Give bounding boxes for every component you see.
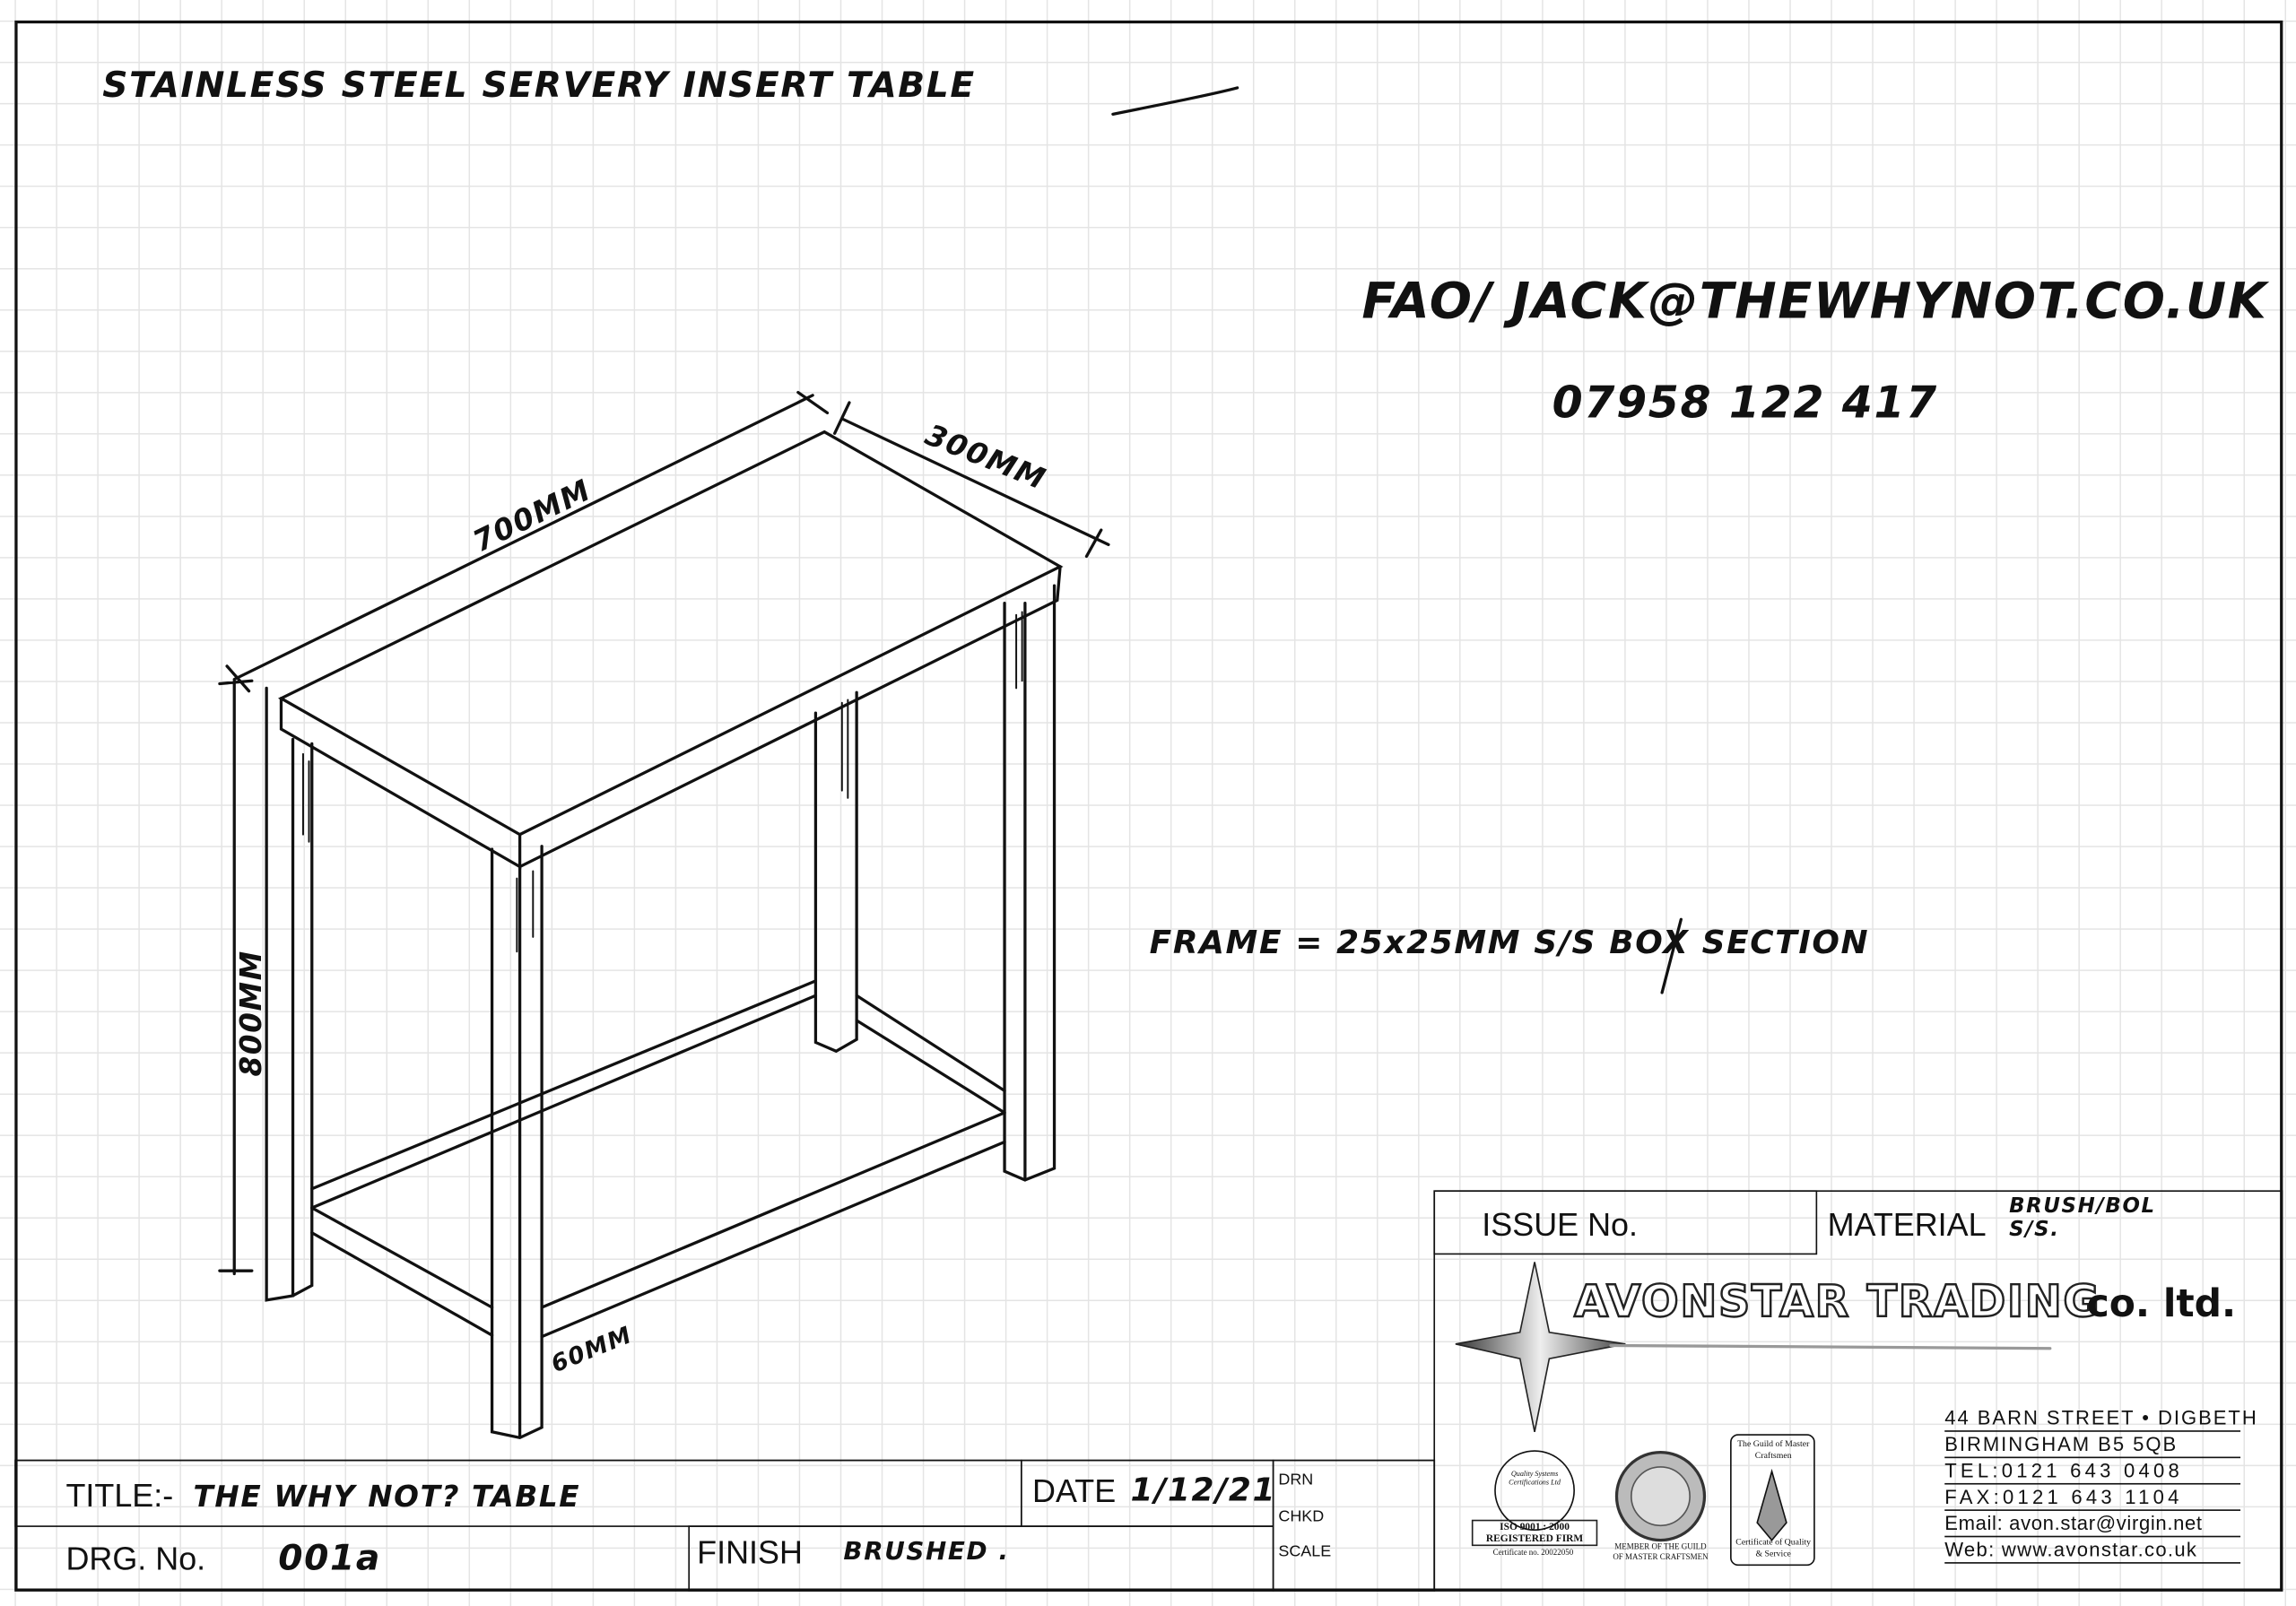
company-suffix: co. ltd. <box>2086 1282 2237 1327</box>
finish-value: BRUSHED . <box>843 1537 1010 1567</box>
crest-icon <box>1756 1468 1787 1541</box>
issue-cell <box>1433 1190 1818 1255</box>
finish-label: FINISH <box>697 1534 803 1571</box>
title-label: TITLE:- <box>65 1477 174 1515</box>
material-value: BRUSH/BOL S/S. <box>2009 1194 2156 1242</box>
rail-right <box>855 994 1006 1115</box>
iso-certificate-no: Certificate no. 20022050 <box>1492 1549 1574 1558</box>
rail-left <box>310 1206 494 1337</box>
guild-certificate-badge <box>1730 1434 1815 1567</box>
material-label: MATERIAL <box>1827 1206 1987 1244</box>
address-street: 44 BARN STREET • DIGBETH <box>1944 1405 2257 1432</box>
address-city: BIRMINGHAM B5 5QB <box>1944 1432 2241 1459</box>
drawing-heading: STAINLESS STEEL SERVERY INSERT TABLE <box>102 64 976 106</box>
guild-seal-inner-icon <box>1631 1466 1691 1527</box>
avonstar-star-logo <box>1455 1262 1626 1432</box>
leg-shading <box>301 611 1023 953</box>
iso-title: ISO 9001 : 2000 <box>1500 1521 1570 1533</box>
guild-title-text: The Guild of Master Craftsmen <box>1737 1440 1810 1462</box>
leg-right <box>1003 584 1057 1182</box>
rail-back <box>310 979 818 1210</box>
rail-front <box>540 1111 1006 1339</box>
fao-email: FAO/ JACK@THEWHYNOT.CO.UK <box>1361 272 2268 331</box>
dimension-line-depth <box>833 401 1110 559</box>
issue-label: ISSUE No. <box>1482 1206 1638 1244</box>
date-label: DATE <box>1032 1472 1117 1510</box>
guild-member-text: MEMBER OF THE GUILD OF MASTER CRAFTSMEN <box>1613 1542 1709 1563</box>
iso-badge: ISO 9001 : 2000 REGISTERED FIRM <box>1471 1519 1598 1547</box>
drawing-number-value: 001a <box>278 1537 381 1579</box>
drawing-number-label: DRG. No. <box>65 1540 206 1577</box>
leg-back <box>813 690 858 1054</box>
dimension-line-length <box>225 390 830 693</box>
company-name: AVONSTAR TRADING <box>1573 1275 2101 1329</box>
drn-label: DRN <box>1278 1471 1314 1489</box>
frame-note: FRAME = 25x25MM S/S BOX SECTION <box>1149 925 1870 962</box>
fao-phone: 07958 122 417 <box>1552 378 1938 430</box>
star-trail <box>1609 1343 2052 1350</box>
qsc-text: Quality Systems Certifications Ltd <box>1509 1471 1561 1488</box>
guild-cert-text: Certificate of Quality & Service <box>1735 1538 1812 1559</box>
iso-subtitle: REGISTERED FIRM <box>1485 1532 1584 1545</box>
address-web: Web: www.avonstar.co.uk <box>1944 1537 2241 1564</box>
address-tel: TEL:0121 643 0408 <box>1944 1458 2241 1485</box>
leg-front <box>490 845 544 1440</box>
note-slash <box>1660 917 1683 994</box>
address-email: Email: avon.star@virgin.net <box>1944 1511 2241 1538</box>
approval-cell <box>1272 1459 1436 1592</box>
table-top-edge <box>279 565 1062 870</box>
dimension-line-height <box>218 679 254 1276</box>
address-fax: FAX:0121 643 1104 <box>1944 1485 2241 1511</box>
scale-label: SCALE <box>1278 1542 1332 1561</box>
chkd-label: CHKD <box>1278 1507 1325 1526</box>
heading-flourish <box>1111 86 1239 116</box>
leg-front-left <box>265 686 314 1302</box>
qsc-badge-icon <box>1494 1450 1575 1531</box>
title-value: THE WHY NOT? TABLE <box>193 1479 581 1515</box>
company-block <box>1433 1190 2283 1592</box>
date-value: 1/12/21 <box>1130 1472 1277 1510</box>
